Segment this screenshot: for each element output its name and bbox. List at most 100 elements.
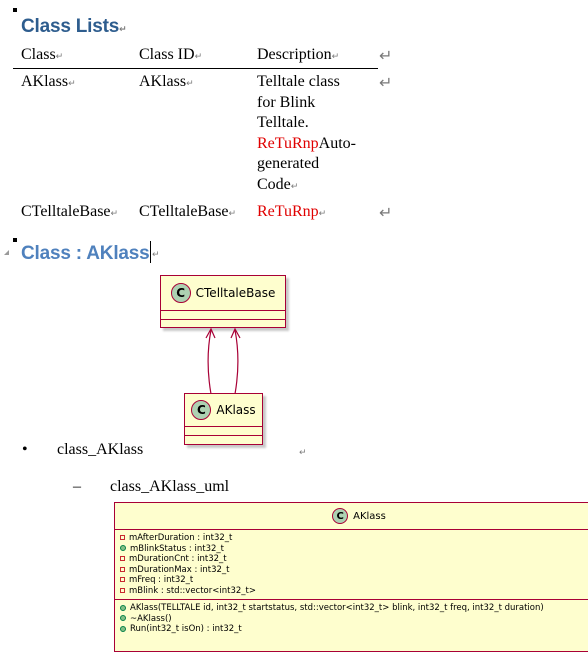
attribute-text: mDurationCnt : int32_t [129,554,227,564]
paragraph-mark: ↵ [318,209,327,219]
class-c-icon: C [191,400,212,420]
attribute-row: mDurationMax : int32_t [120,565,230,576]
table-header-class-id: Class ID↵ [139,45,202,68]
class-name: AKlass [353,510,386,522]
paragraph-mark: ↵ [55,52,64,62]
row-end-mark: ↵ [379,73,393,92]
uml-separator [161,319,285,320]
method-row: Run(int32_t isOn) : int32_t [120,624,242,635]
public-visibility-icon [120,545,126,551]
arrowhead-icon [230,327,241,339]
desc-line: for Blink [257,93,316,111]
desc-text: Code [257,175,291,193]
table-row-2-description: ReTuRnp↵ [257,202,326,225]
cell-text: CTelltaleBase [139,203,229,220]
desc-line: generated [257,155,320,173]
heading-marker [13,238,17,242]
class-name: CTelltaleBase [195,286,276,300]
table-row-1-class-id: AKlass↵ [139,72,194,95]
table-row-1-class: AKlass↵ [21,72,76,95]
header-class-id-text: Class ID [139,46,195,63]
paragraph-mark: ↵ [119,25,127,35]
private-visibility-icon [120,587,125,593]
red-text: ReTuRnp [257,203,319,220]
row-end-mark: ↵ [379,203,393,222]
method-row: AKlass(TELLTALE id, int32_t startstatus,… [120,603,544,614]
class-c-icon: C [332,508,349,524]
paragraph-mark: ↵ [194,52,203,62]
class-box-aklass-detail: C AKlass mAfterDuration : int32_t mBlink… [114,502,588,652]
attribute-row: mAfterDuration : int32_t [120,533,232,544]
bullet-item-class-aklass: class_AKlass [57,441,144,458]
method-text: Run(int32_t isOn) : int32_t [130,624,242,634]
cell-text: AKlass [21,73,69,90]
attribute-text: mFreq : int32_t [129,575,194,585]
private-visibility-icon [120,556,125,561]
heading-text: Class : AKlass [21,243,150,264]
sub-bullet-item-class-aklass-uml: class_AKlass_uml [110,478,230,495]
heading-text: Class Lists [21,16,120,37]
heading-marker [13,8,17,12]
private-visibility-icon [120,577,125,582]
attribute-row: mBlinkStatus : int32_t [120,544,224,555]
table-row-1-description: Telltale class for Blink Telltale. ReTuR… [257,72,377,198]
heading-class-aklass: Class : AKlass [21,243,150,265]
private-visibility-icon [120,535,125,540]
public-visibility-icon [120,615,126,621]
paragraph-mark: ↵ [152,250,160,260]
paragraph-mark: ↵ [68,79,76,89]
attribute-text: mBlink : std::vector<int32_t> [129,585,256,596]
red-text: ReTuRnp [257,134,319,152]
uml-separator [115,529,588,530]
table-header-description: Description↵ [257,45,339,68]
heading-class-lists: Class Lists↵ [21,16,127,38]
attribute-text: mDurationMax : int32_t [129,564,230,575]
method-text: AKlass(TELLTALE id, int32_t startstatus,… [130,603,544,613]
class-name: AKlass [216,403,256,417]
desc-line: ReTuRnpAuto- [257,134,377,155]
arrowhead-icon [205,327,216,339]
attribute-row: mBlink : std::vector<int32_t> [120,586,256,597]
attribute-text: mBlinkStatus : int32_t [130,543,224,554]
public-visibility-icon [120,604,126,611]
class-header: C CTelltaleBase [161,276,285,310]
header-description-text: Description [257,46,332,63]
inheritance-arrows [205,327,241,395]
public-visibility-icon [120,625,126,632]
uml-separator [185,426,262,427]
uml-separator [115,599,588,600]
class-c-icon: C [170,283,191,303]
table-row-2-class: CTelltaleBase↵ [21,202,118,225]
desc-line: Telltale class [257,73,340,90]
paragraph-mark: ↵ [110,209,119,219]
desc-text: Auto- [318,134,356,152]
row-end-mark: ↵ [379,46,393,65]
paragraph-mark: ↵ [290,181,299,192]
desc-line: Code↵ [257,175,377,198]
collapse-triangle-icon[interactable] [4,250,9,255]
header-class-text: Class [21,46,56,63]
paragraph-mark: ↵ [186,79,194,89]
paragraph-mark: ↵ [299,448,307,458]
class-header: C AKlass [115,503,588,529]
method-row: ~AKlass() [120,614,172,625]
attribute-text: mAfterDuration : int32_t [129,533,233,543]
uml-separator [185,435,262,436]
class-box-ctelltalebase: C CTelltaleBase [160,275,286,328]
cell-text: CTelltaleBase [21,203,111,220]
cell-text: AKlass [139,73,187,90]
uml-separator [161,310,285,311]
arrow-line [207,329,212,395]
text-cursor [150,241,151,263]
attribute-row: mDurationCnt : int32_t [120,554,227,565]
paragraph-mark: ↵ [228,209,237,219]
table-header-class: Class↵ [21,45,63,68]
attribute-row: mFreq : int32_t [120,575,193,586]
arrow-line [234,329,239,395]
paragraph-mark: ↵ [331,52,340,62]
table-header-rule [13,68,378,69]
method-text: ~AKlass() [130,613,172,624]
desc-line: Telltale. [257,114,309,132]
sub-bullet-marker: – [73,478,81,495]
class-header: C AKlass [185,394,262,426]
